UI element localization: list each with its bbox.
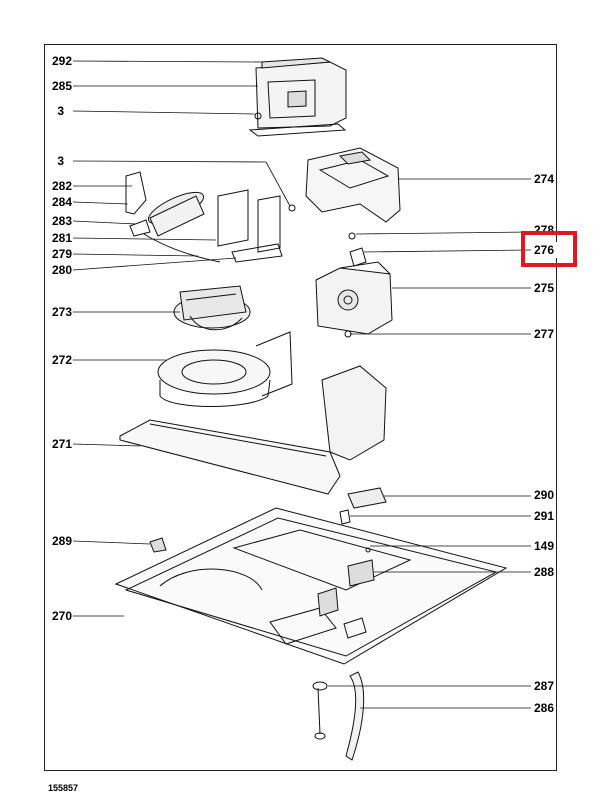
base-plate-part bbox=[114, 507, 508, 665]
fan-duct-part bbox=[157, 331, 293, 407]
callout-149: 149 bbox=[534, 539, 555, 553]
callout-271: 271 bbox=[51, 437, 72, 451]
callout-280: 280 bbox=[51, 263, 72, 277]
drain-hose-part bbox=[312, 671, 365, 761]
callout-276: 276 bbox=[534, 243, 555, 257]
magnetron-part bbox=[315, 232, 393, 338]
callout-273: 273 bbox=[51, 305, 72, 319]
callout-281: 281 bbox=[51, 231, 72, 245]
transformer-part bbox=[248, 57, 347, 137]
callout-272: 272 bbox=[51, 353, 72, 367]
callout-284: 284 bbox=[51, 195, 72, 209]
callout-283: 283 bbox=[51, 214, 72, 228]
callout-290: 290 bbox=[534, 488, 555, 502]
callout-3-top: 3 bbox=[57, 104, 64, 118]
leader-lines bbox=[72, 60, 532, 709]
callout-285: 285 bbox=[51, 79, 72, 93]
callout-292: 292 bbox=[51, 54, 72, 68]
callout-287: 287 bbox=[534, 679, 555, 693]
callout-286: 286 bbox=[534, 701, 555, 715]
wind-guide-part bbox=[119, 365, 387, 495]
callout-274: 274 bbox=[534, 172, 555, 186]
callout-288: 288 bbox=[534, 565, 555, 579]
callout-279: 279 bbox=[51, 247, 72, 261]
highlight-blank-fill bbox=[555, 242, 567, 258]
highlight-box bbox=[521, 231, 577, 267]
small-switch-parts bbox=[149, 487, 387, 553]
capacitor-part bbox=[125, 171, 296, 263]
air-guide-part bbox=[305, 147, 401, 223]
diagram-frame bbox=[44, 44, 557, 771]
callout-3-lower: 3 bbox=[57, 154, 64, 168]
callout-289: 289 bbox=[51, 534, 72, 548]
document-number: 155857 bbox=[48, 783, 79, 793]
callout-270: 270 bbox=[51, 609, 72, 623]
callout-291: 291 bbox=[534, 509, 555, 523]
fan-motor-part bbox=[173, 285, 251, 331]
callout-277: 277 bbox=[534, 327, 555, 341]
callout-282: 282 bbox=[51, 179, 72, 193]
callout-275: 275 bbox=[534, 281, 555, 295]
